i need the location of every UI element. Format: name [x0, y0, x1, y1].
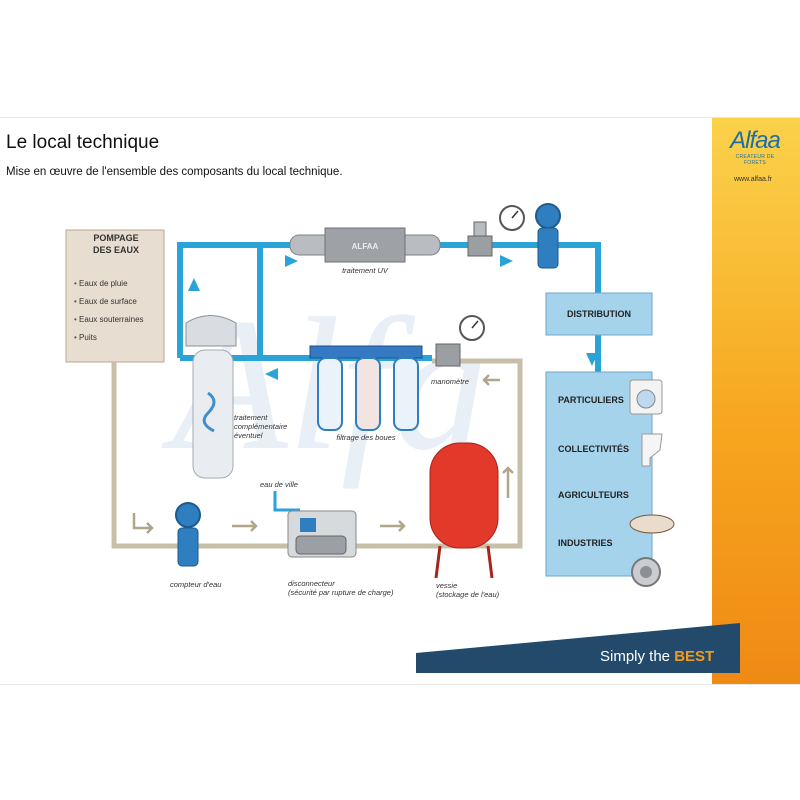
category-agriculteurs: AGRICULTEURS — [558, 490, 629, 500]
disconnector-label-2: (sécurité par rupture de charge) — [288, 588, 394, 597]
city-water-label: eau de ville — [260, 480, 298, 489]
sludge-filters — [309, 345, 423, 431]
alfaa-logo: Alfaa CREATEUR DE FORETS — [724, 127, 786, 167]
filter-label: filtrage des boues — [336, 433, 395, 442]
water-meter-top — [535, 203, 561, 269]
uv-label: traitement UV — [342, 266, 389, 275]
distribution-box — [545, 292, 653, 336]
manometer — [435, 315, 485, 367]
bearing-inner-icon — [640, 566, 652, 578]
distribution-label: DISTRIBUTION — [567, 309, 631, 319]
source-item: Eaux de surface — [74, 297, 144, 315]
source-item: Eaux de pluie — [74, 279, 144, 297]
slide: Le local technique Mise en œuvre de l'en… — [0, 117, 800, 685]
source-item: Eaux souterraines — [74, 315, 143, 333]
treatment-tank — [185, 315, 237, 479]
treatment-label-2: complémentaire — [234, 422, 287, 431]
water-system-diagram: Alfa — [65, 203, 740, 673]
category-particuliers: PARTICULIERS — [558, 395, 624, 405]
logo-tagline: CREATEUR DE FORETS — [735, 154, 775, 166]
orange-side-band — [712, 118, 800, 684]
logo-brand: Alfaa — [730, 127, 781, 154]
pressure-valve — [467, 205, 525, 257]
website-link[interactable]: www.alfaa.fr — [734, 176, 773, 183]
page-title: Le local technique — [6, 132, 160, 153]
manometer-label: manomètre — [431, 377, 469, 386]
uv-brand: ALFAA — [352, 242, 379, 251]
pumping-title-line1: POMPAGE — [93, 233, 139, 243]
toilet-icon — [641, 433, 663, 467]
uv-unit: ALFAA — [289, 227, 441, 263]
disconnector — [287, 510, 357, 558]
disconnector-label-1: disconnecteur — [288, 579, 335, 588]
beige-pipes — [111, 358, 523, 549]
slogan-ribbon — [416, 623, 740, 673]
slogan: Simply the BEST — [600, 648, 714, 665]
slogan-prefix: Simply the — [600, 648, 675, 665]
meter-label: compteur d'eau — [170, 580, 222, 589]
water-meter-bottom — [175, 502, 201, 567]
category-industries: INDUSTRIES — [558, 538, 613, 548]
category-collectivites: COLLECTIVITÉS — [558, 444, 630, 454]
treatment-label-1: traitement — [234, 413, 268, 422]
city-water-pipe — [273, 491, 300, 512]
page-subtitle: Mise en œuvre de l'ensemble des composan… — [6, 166, 343, 178]
tank-label-2: (stockage de l'eau) — [436, 590, 500, 599]
beige-arrows — [132, 374, 514, 534]
pumping-title-line2: DES EAUX — [92, 245, 139, 255]
expansion-tank — [429, 442, 499, 579]
slogan-highlight: BEST — [674, 648, 715, 665]
pumping-source-list: Eaux de pluie Eaux de surface Eaux soute… — [74, 279, 144, 351]
treatment-label-3: éventuel — [234, 431, 263, 440]
pumping-title: POMPAGE DES EAUX — [68, 232, 164, 256]
blue-arrows — [188, 255, 598, 380]
source-item: Puits — [74, 333, 144, 351]
tank-label-1: vessie — [436, 581, 457, 590]
washing-machine-drum-icon — [636, 389, 656, 409]
cow-icon — [629, 514, 675, 534]
